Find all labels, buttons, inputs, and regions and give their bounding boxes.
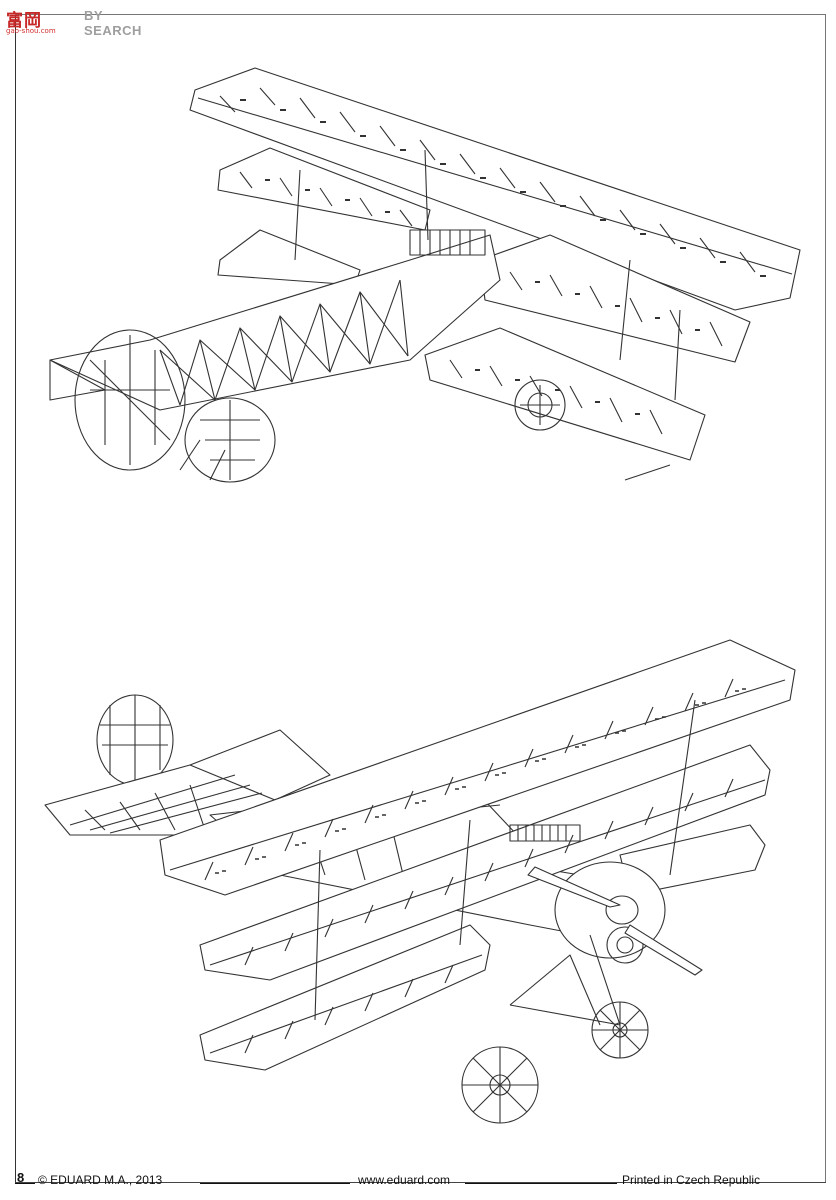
upper-wing-covered — [159, 639, 796, 896]
printed-in-text: Printed in Czech Republic — [622, 1173, 761, 1187]
watermark-url: gao-shou.com — [6, 27, 56, 35]
engine-and-cowl — [409, 229, 566, 431]
upper-wing-frame — [189, 67, 801, 311]
propeller — [527, 866, 703, 976]
website-text: www.eduard.com — [358, 1173, 451, 1187]
page-frame-right — [825, 14, 826, 1182]
footer-rule — [200, 1183, 350, 1184]
footer-rule — [15, 1183, 35, 1184]
struts-bottom — [314, 699, 696, 1021]
lower-wing-frame — [217, 229, 706, 461]
page-frame-left — [15, 14, 16, 1182]
tail-frame — [49, 329, 276, 483]
footer-rule — [465, 1183, 617, 1184]
page-frame-bottom — [15, 1182, 826, 1183]
watermark-logo: 富岡 — [6, 11, 42, 31]
triplane-covered-illustration — [30, 625, 820, 1150]
watermark: 富岡 BY SEARCH gao-shou.com — [4, 2, 164, 38]
struts-top — [179, 149, 681, 481]
page-number: 8 — [17, 1170, 25, 1185]
page-frame-top — [15, 14, 825, 15]
lower-wing-covered — [199, 824, 766, 1071]
fuselage-frame — [49, 234, 501, 411]
middle-wing-covered — [199, 744, 771, 981]
middle-wing-frame — [217, 147, 751, 363]
landing-gear — [461, 934, 649, 1124]
copyright-text: © EDUARD M.A., 2013 — [38, 1173, 163, 1187]
watermark-search-text: BY SEARCH — [84, 8, 142, 38]
engine-cowling — [554, 861, 666, 964]
machine-guns — [509, 824, 581, 842]
triplane-skeleton-illustration — [30, 60, 820, 500]
